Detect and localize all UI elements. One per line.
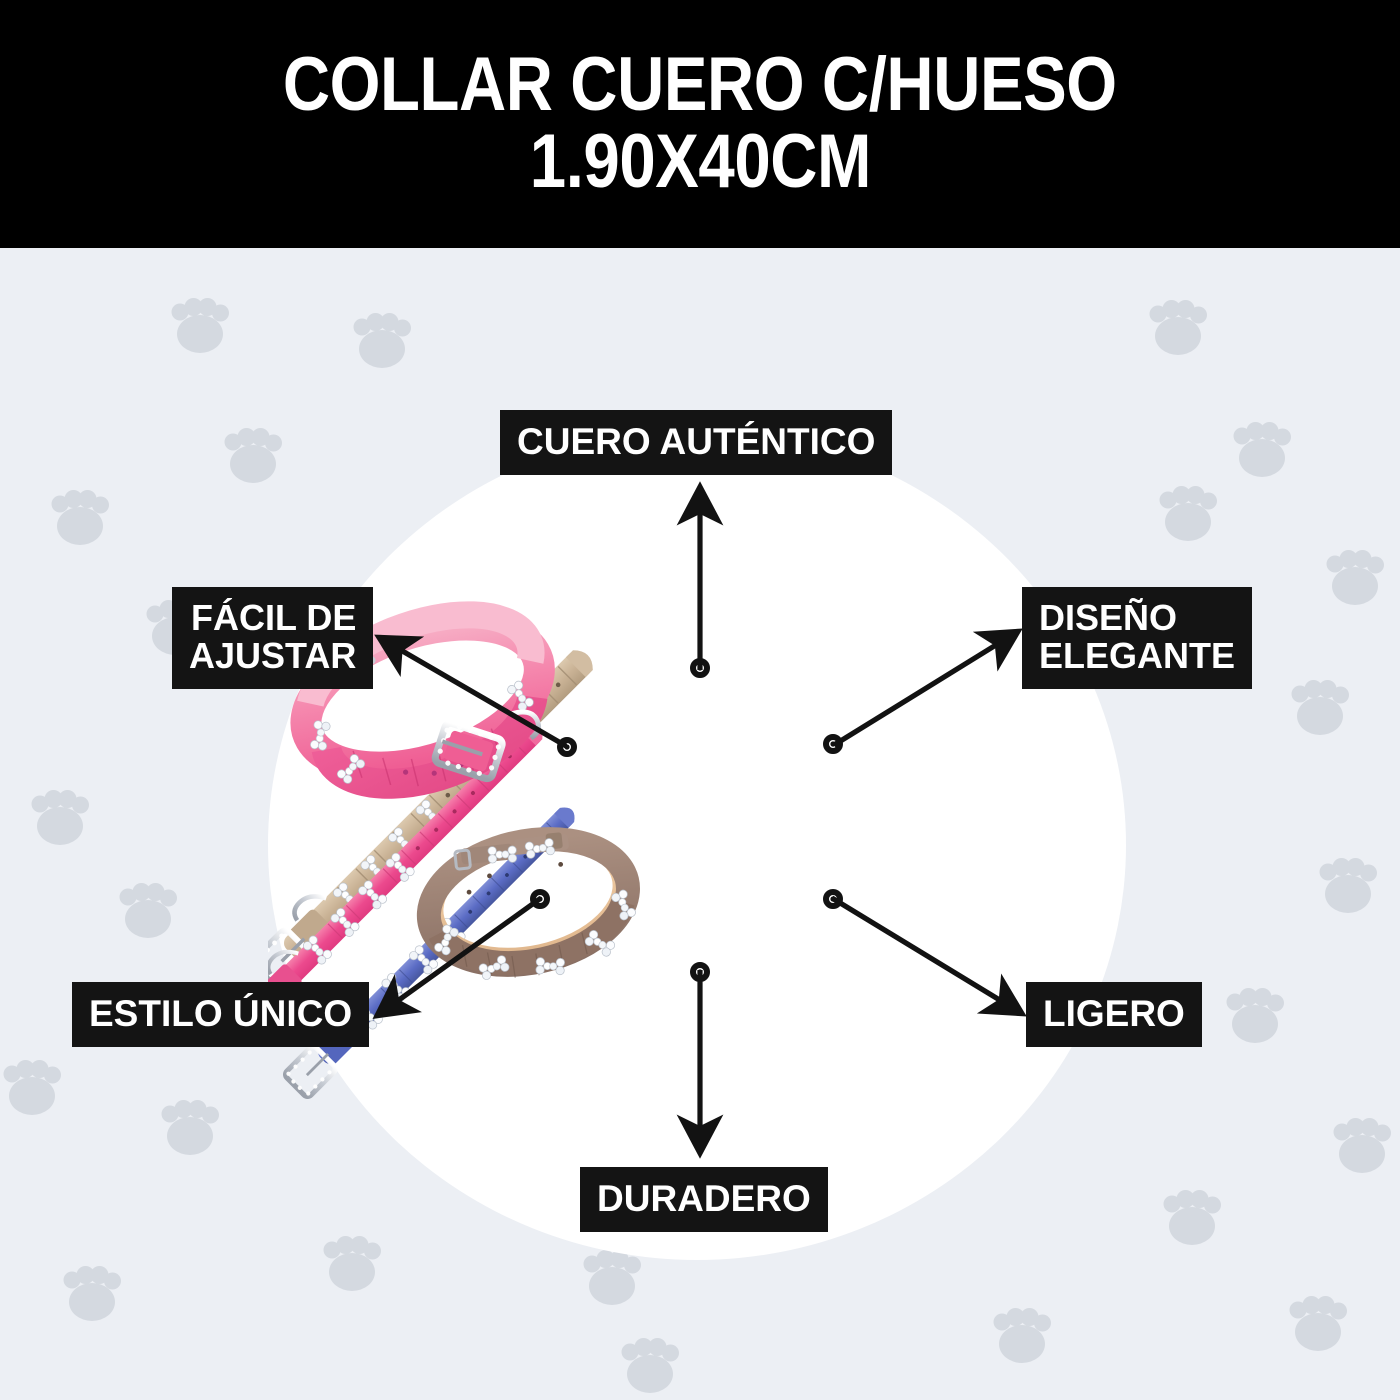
title-banner: COLLAR CUERO C/HUESO 1.90X40CM [0, 0, 1400, 248]
product-title-line-1: COLLAR CUERO C/HUESO [283, 42, 1117, 128]
product-photo [268, 601, 640, 1100]
feature-label-estilo-unico: ESTILO ÚNICO [72, 982, 370, 1048]
feature-label-ligero: LIGERO [1026, 982, 1202, 1048]
feature-label-cuero-autentico: CUERO AUTÉNTICO [500, 410, 893, 476]
feature-label-duradero: DURADERO [580, 1167, 828, 1233]
feature-label-diseno-elegante: DISEÑO ELEGANTE [1022, 587, 1253, 689]
coiled-brown-collar [416, 827, 640, 982]
product-title-line-2: 1.90X40CM [529, 119, 871, 204]
feature-label-facil-de-ajustar: FÁCIL DE AJUSTAR [172, 587, 374, 689]
